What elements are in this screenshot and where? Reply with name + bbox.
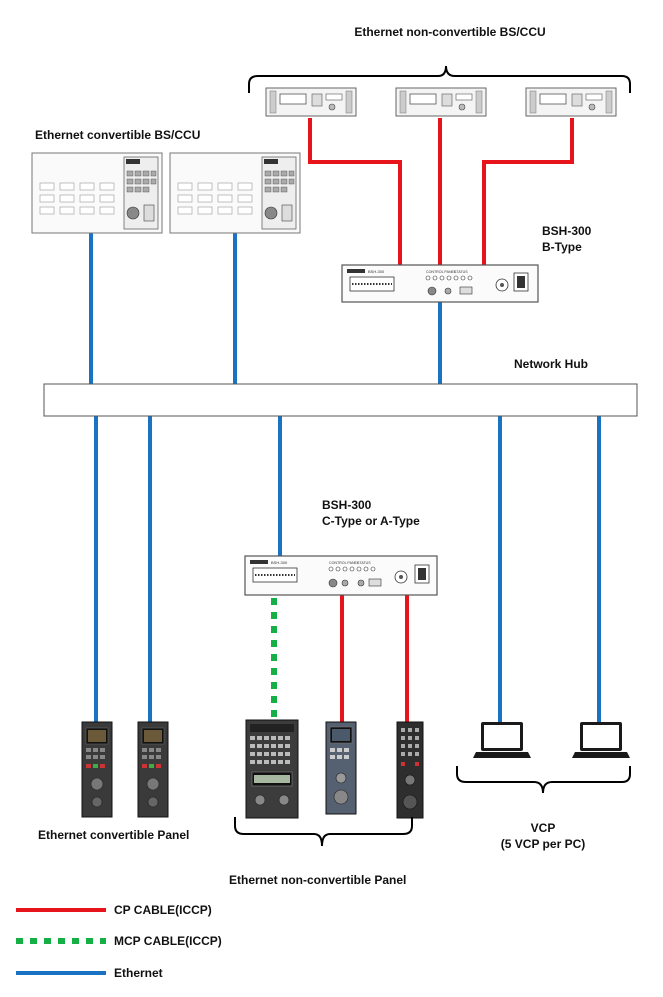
bsh-b-cp-text: CONTROL PANEL <box>426 270 456 274</box>
bsh-b-status-text: STATUS <box>454 270 468 274</box>
bsh300-btype-device: BSH-300 CONTROL PANEL STATUS <box>341 264 539 303</box>
label-bsh-ctype-line1: BSH-300 <box>322 498 372 512</box>
bsh-c-status-text: STATUS <box>357 561 371 565</box>
laptop-icon-1 <box>473 722 531 758</box>
label-vcp-line1: VCP <box>530 821 556 835</box>
label-bsh-btype-line2: B-Type <box>542 240 582 254</box>
legend-mcp-label: MCP CABLE(ICCP) <box>114 934 222 948</box>
legend-cp-label: CP CABLE(ICCP) <box>114 903 212 917</box>
laptop-icon-2 <box>572 722 630 758</box>
network-hub-box <box>43 383 638 417</box>
label-bsh-btype-line1: BSH-300 <box>542 224 592 238</box>
noncvt-panel-brace <box>234 817 413 847</box>
cvt-panel-1 <box>81 721 113 818</box>
label-cvt-panel: Ethernet convertible Panel <box>38 828 190 842</box>
label-network-hub: Network Hub <box>514 357 589 371</box>
label-vcp-line2: (5 VCP per PC) <box>500 837 586 851</box>
ethernet-cables <box>89 232 601 722</box>
noncvt-panel-rcp <box>325 721 357 815</box>
label-bsh-ctype-line2: C-Type or A-Type <box>322 514 420 528</box>
cvt-bs-unit-1 <box>31 152 163 234</box>
bsh-c-cp-text: CONTROL PANEL <box>329 561 359 565</box>
top-brace <box>248 65 631 93</box>
noncvt-bs-unit-2 <box>395 87 487 117</box>
red-cp-cables <box>308 118 574 724</box>
noncvt-bs-unit-3 <box>525 87 617 117</box>
noncvt-bs-unit-1 <box>265 87 357 117</box>
bsh-b-model-text: BSH-300 <box>368 269 385 274</box>
bsh-c-model-text: BSH-300 <box>271 560 288 565</box>
vcp-brace <box>456 766 631 794</box>
legend-ethernet-label: Ethernet <box>114 966 163 980</box>
cp-cable-bs1 <box>308 118 402 268</box>
label-cvt-bs: Ethernet convertible BS/CCU <box>35 128 201 142</box>
label-noncvt-bs: Ethernet non-convertible BS/CCU <box>354 25 546 39</box>
cvt-panel-2 <box>137 721 169 818</box>
label-noncvt-panel: Ethernet non-convertible Panel <box>229 873 407 887</box>
cvt-bs-unit-2 <box>169 152 301 234</box>
noncvt-panel-mcp <box>245 719 299 819</box>
bsh300-ctype-device: BSH-300 CONTROL PANEL STATUS <box>244 555 438 596</box>
cp-cable-bs3 <box>482 118 574 268</box>
noncvt-panel-ocp <box>396 721 424 819</box>
